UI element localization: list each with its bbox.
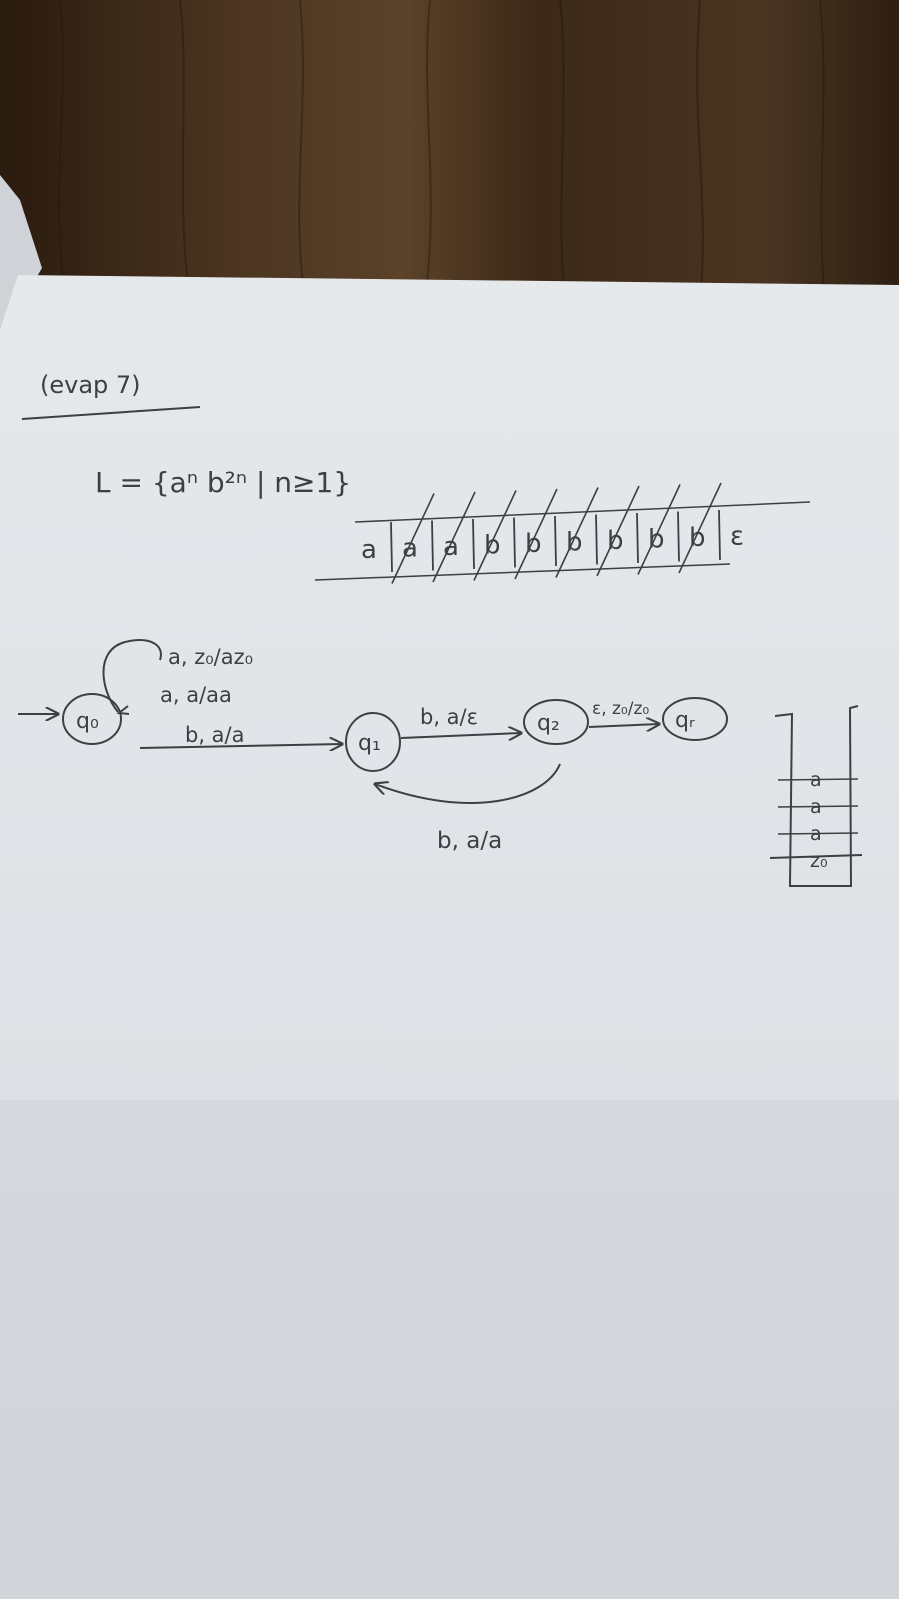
tape-divider [472,518,475,570]
svg-text:q₁: q₁ [358,731,381,756]
stack-strike [777,805,859,808]
tape-strike [514,488,558,580]
tape-cell: a [443,532,459,562]
tape-cell: b [484,531,501,561]
state-qf: qᵣ [662,697,728,741]
tape-divider [554,515,557,567]
tape-cell: a [361,535,377,565]
state-q0: q₀ [62,693,122,745]
svg-text:qᵣ: qᵣ [675,708,695,733]
tape-strike [596,485,640,577]
tape-strike [637,484,681,575]
state-q1: q₁ [345,712,401,772]
wood-grain [58,0,826,301]
stack-strike [777,778,859,781]
tape-cell: b [689,523,706,553]
stack-item: z₀ [810,850,828,872]
title-underline [21,406,201,420]
label-q0-loop-1: a, z₀/az₀ [168,645,253,669]
edge-q0-self-loop [102,639,162,713]
wood-table [0,0,899,300]
edge-q1-q2 [400,733,521,738]
language-definition: L = {aⁿ b²ⁿ | n≥1} [95,466,351,499]
label-q1-q2: b, a/ε [420,705,478,729]
page-title: (evap 7) [40,371,141,399]
edge-q0-self-loop-head [116,705,130,715]
tape-cell: b [525,529,542,559]
tape-divider [718,509,721,561]
label-q2-qf: ε, z₀/z₀ [592,699,649,719]
tape-divider [595,514,598,565]
automaton-diagram: q₀ q₁ q₂ qᵣ a, z₀/az₀ a, a/aa b, a/a b, … [18,639,728,854]
page-shadow [0,1100,899,1599]
label-q2-q1: b, a/a [437,828,502,854]
stack-strike [777,832,859,835]
tape-cell: ε [730,522,744,552]
edge-q2-q1 [375,763,561,804]
tape-strike [555,487,599,578]
svg-text:q₀: q₀ [76,709,99,734]
tape-cell: b [566,528,583,558]
tape-divider [431,520,434,571]
svg-text:q₂: q₂ [537,711,560,736]
tape-strike [473,490,517,581]
tape-divider [513,517,516,568]
edge-q2-qf [588,724,659,727]
tape-divider [677,511,680,562]
tape-cell: a [402,534,418,564]
state-q2: q₂ [523,699,589,745]
tape-strike [432,491,476,583]
tape-strike [391,493,435,584]
notebook-page [0,275,899,1599]
tape-divider [636,512,639,564]
edge-q0-q1 [139,744,342,748]
label-q0-q1: b, a/a [185,723,245,747]
tape-strike [678,482,722,574]
tape-divider [390,521,393,573]
tape-cell: b [648,525,665,555]
tape-cell: b [607,526,624,556]
label-q0-loop-2: a, a/aa [160,683,232,707]
